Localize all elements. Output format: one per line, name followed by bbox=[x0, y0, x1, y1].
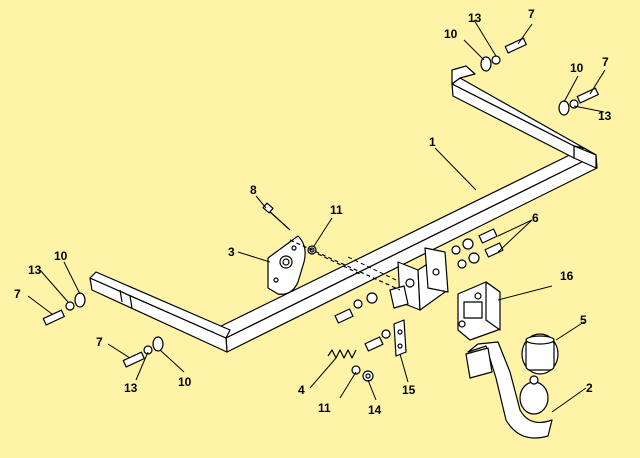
nut-part-11-plate bbox=[307, 245, 317, 255]
crossbar-part-1 bbox=[89, 65, 598, 353]
label-7b: 7 bbox=[602, 55, 609, 69]
label-4: 4 bbox=[298, 383, 305, 397]
label-16: 16 bbox=[560, 269, 574, 283]
label-7c: 7 bbox=[14, 287, 21, 301]
label-2: 2 bbox=[586, 381, 593, 395]
label-7a: 7 bbox=[528, 7, 535, 21]
leader-lines bbox=[27, 19, 606, 413]
label-8: 8 bbox=[250, 183, 257, 197]
bolt-part-7-top bbox=[480, 37, 527, 72]
label-13b: 13 bbox=[598, 109, 612, 123]
ball-neck-part-2 bbox=[465, 341, 553, 439]
label-1: 1 bbox=[429, 135, 436, 149]
bolt-part-7-lower bbox=[122, 336, 164, 368]
label-13c: 13 bbox=[28, 263, 42, 277]
label-11b: 11 bbox=[318, 401, 331, 415]
part-labels: 1 2 3 4 5 6 7 7 7 7 8 10 10 10 10 11 11 … bbox=[14, 7, 612, 417]
label-13a: 13 bbox=[468, 11, 482, 25]
label-13d: 13 bbox=[124, 381, 138, 395]
socket-part-16 bbox=[457, 281, 501, 341]
label-6: 6 bbox=[532, 211, 539, 225]
tow-ball-part-5 bbox=[521, 333, 559, 375]
nut-part-11-lower bbox=[351, 365, 361, 375]
label-10d: 10 bbox=[178, 375, 192, 389]
bracket-part-15 bbox=[393, 319, 407, 357]
mounting-plate-part-3 bbox=[267, 235, 306, 295]
bolt-part-8 bbox=[262, 202, 291, 231]
spring-part-4 bbox=[327, 349, 357, 359]
center-bolts bbox=[334, 292, 391, 352]
nut-part-14 bbox=[362, 370, 374, 382]
label-10b: 10 bbox=[570, 61, 584, 75]
label-10c: 10 bbox=[54, 249, 68, 263]
label-10a: 10 bbox=[444, 27, 458, 41]
label-11a: 11 bbox=[330, 203, 343, 217]
bolt-part-7-right bbox=[558, 87, 599, 116]
label-3: 3 bbox=[228, 245, 235, 259]
label-14: 14 bbox=[368, 403, 382, 417]
label-15: 15 bbox=[402, 383, 416, 397]
label-7d: 7 bbox=[96, 335, 103, 349]
label-5: 5 bbox=[580, 313, 587, 327]
bolt-set-part-6 bbox=[451, 228, 504, 269]
